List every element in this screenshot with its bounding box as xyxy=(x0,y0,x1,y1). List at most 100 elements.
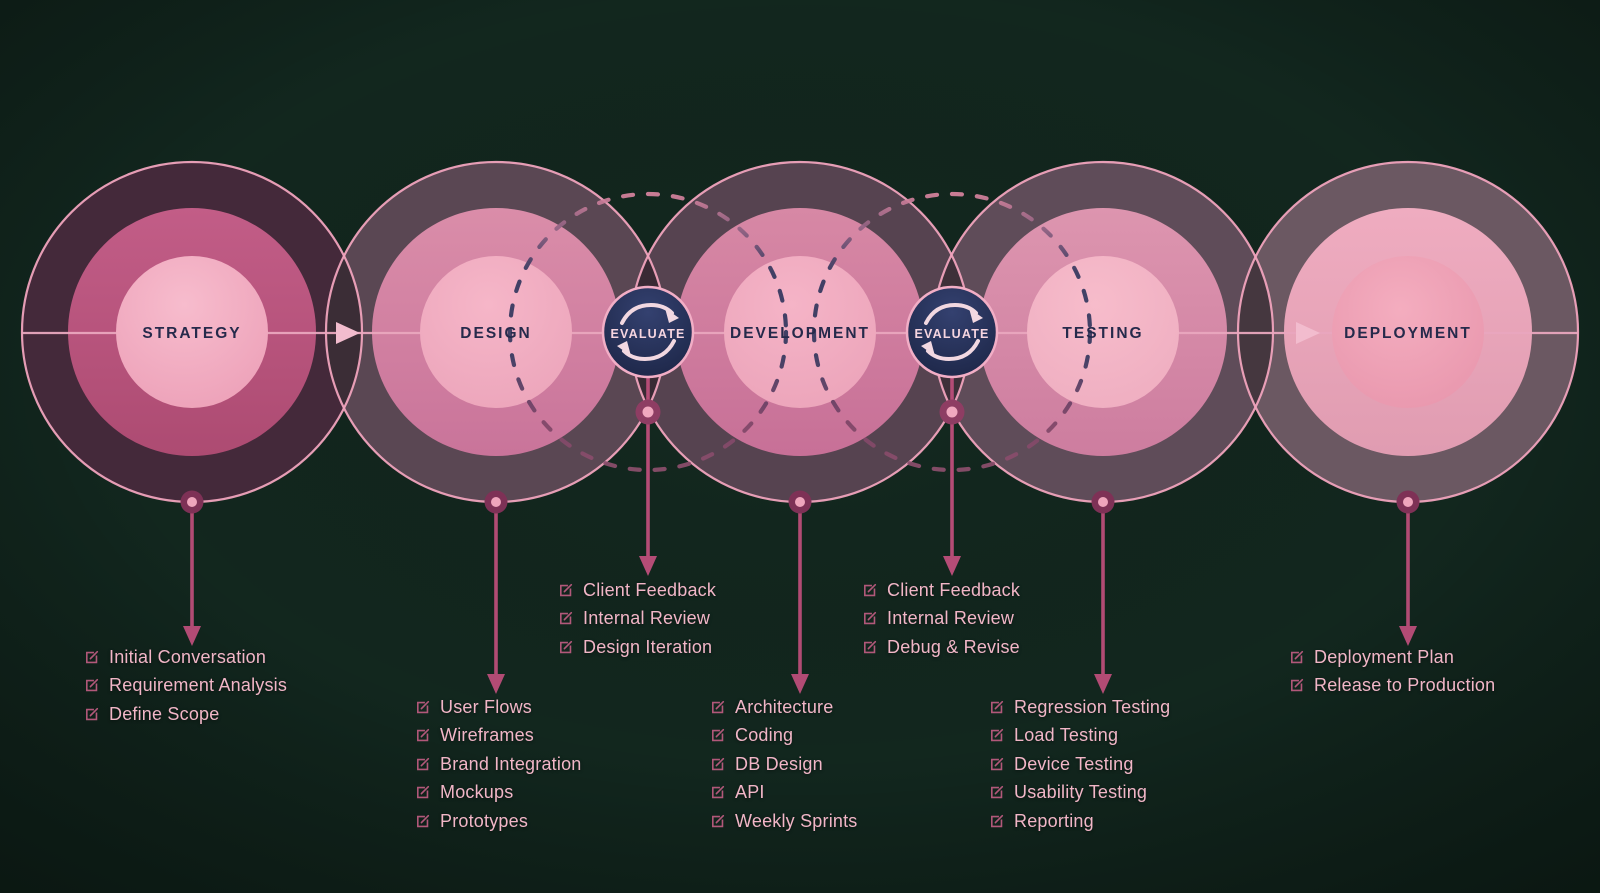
edit-icon xyxy=(712,700,725,714)
edit-icon xyxy=(991,786,1004,799)
stage-label-testing: TESTING xyxy=(1062,325,1143,342)
task-label: Architecture xyxy=(735,696,834,717)
edit-icon xyxy=(991,814,1004,828)
edit-icon xyxy=(991,757,1004,771)
edit-icon xyxy=(991,729,1004,742)
task-item: Release to Production xyxy=(1289,672,1495,701)
task-item: Deployment Plan xyxy=(1289,643,1495,672)
edit-icon xyxy=(712,814,725,828)
task-item: Debug & Revise xyxy=(862,633,1020,662)
axis-arrowhead-right-icon xyxy=(1296,322,1320,344)
cycle-arrows-icon xyxy=(620,302,676,362)
edit-icon xyxy=(86,707,99,721)
edit-icon xyxy=(991,700,1004,714)
evaluate-loop-dashed-circles xyxy=(507,191,1093,473)
task-label: Define Scope xyxy=(109,703,220,724)
task-item: Mockups xyxy=(415,779,582,808)
edit-icon xyxy=(417,729,430,742)
task-label: Deployment Plan xyxy=(1314,646,1455,667)
testing-inner-circle xyxy=(1027,256,1179,408)
task-item: Client Feedback xyxy=(862,576,1020,605)
evaluate-badge: EVALUATE xyxy=(601,285,695,379)
edit-icon xyxy=(712,757,725,771)
task-item: Coding xyxy=(710,722,858,751)
task-item: Internal Review xyxy=(862,605,1020,634)
stage-connector-arrowheads xyxy=(183,626,1417,694)
task-item: Requirement Analysis xyxy=(84,672,287,701)
edit-icon xyxy=(417,700,430,714)
evaluate-connectors xyxy=(646,345,954,558)
edit-icon xyxy=(560,640,573,654)
strategy-inner-circle xyxy=(116,256,268,408)
task-item: Architecture xyxy=(710,693,858,722)
task-label: Internal Review xyxy=(583,608,711,629)
task-label: Weekly Sprints xyxy=(735,810,858,831)
task-label: Usability Testing xyxy=(1014,782,1148,803)
task-label: Reporting xyxy=(1014,810,1094,831)
edit-icon xyxy=(864,612,877,625)
task-item: Weekly Sprints xyxy=(710,807,858,836)
task-label: Load Testing xyxy=(1014,725,1119,746)
stage-anchor-dots xyxy=(180,490,1420,514)
task-label: Internal Review xyxy=(887,608,1015,629)
task-item: DB Design xyxy=(710,750,858,779)
task-label: User Flows xyxy=(440,696,533,717)
edit-icon xyxy=(417,786,430,799)
evaluate-label: EVALUATE xyxy=(914,327,989,341)
task-item: Define Scope xyxy=(84,700,287,729)
task-label: Initial Conversation xyxy=(109,646,267,667)
cycle-arrows-icon xyxy=(924,302,980,362)
task-label: Brand Integration xyxy=(440,753,582,774)
development-inner-circle xyxy=(724,256,876,408)
stage-label-design: DESIGN xyxy=(460,325,531,342)
task-label: Design Iteration xyxy=(583,636,713,657)
design-inner-circle xyxy=(420,256,572,408)
edit-icon xyxy=(560,612,573,625)
task-item: Usability Testing xyxy=(989,779,1170,808)
deployment-task-list: Deployment Plan Release to Production xyxy=(1289,643,1495,700)
evaluate-badge: EVALUATE xyxy=(905,285,999,379)
development-task-list: Architecture Coding DB Design API Weekly… xyxy=(710,693,858,836)
task-item: Reporting xyxy=(989,807,1170,836)
stage-connectors xyxy=(190,505,1410,676)
axis-arrowhead-right-icon xyxy=(336,322,360,344)
strategy-task-list: Initial Conversation Requirement Analysi… xyxy=(84,643,287,729)
edit-icon xyxy=(86,650,99,664)
task-label: Mockups xyxy=(440,782,514,803)
down-arrowhead-icon xyxy=(639,556,657,576)
edit-icon xyxy=(417,757,430,771)
task-item: Brand Integration xyxy=(415,750,582,779)
task-item: Prototypes xyxy=(415,807,582,836)
evaluate-label: EVALUATE xyxy=(610,327,685,341)
task-item: User Flows xyxy=(415,693,582,722)
task-label: Debug & Revise xyxy=(887,636,1020,657)
task-item: Device Testing xyxy=(989,750,1170,779)
edit-icon xyxy=(86,679,99,692)
stage-label-strategy: STRATEGY xyxy=(142,325,241,342)
testing-task-list: Regression Testing Load Testing Device T… xyxy=(989,693,1170,836)
cycle-arrowhead-icon xyxy=(665,308,679,323)
stage-label-development: DEVELOPMENT xyxy=(730,325,870,342)
edit-icon xyxy=(417,814,430,828)
task-label: Requirement Analysis xyxy=(109,675,288,696)
edit-icon xyxy=(1291,679,1304,692)
task-label: Wireframes xyxy=(440,725,535,746)
task-label: Coding xyxy=(735,725,794,746)
task-item: Regression Testing xyxy=(989,693,1170,722)
task-item: Load Testing xyxy=(989,722,1170,751)
task-label: Prototypes xyxy=(440,810,529,831)
task-label: Client Feedback xyxy=(583,579,717,600)
down-arrowhead-icon xyxy=(943,556,961,576)
evaluate-junction-dots xyxy=(635,399,965,425)
edit-icon xyxy=(560,583,573,597)
task-item: Client Feedback xyxy=(558,576,716,605)
edit-icon xyxy=(864,640,877,654)
task-label: Client Feedback xyxy=(887,579,1021,600)
task-label: Device Testing xyxy=(1014,753,1134,774)
design-task-list: User Flows Wireframes Brand Integration … xyxy=(415,693,582,836)
task-item: Wireframes xyxy=(415,722,582,751)
task-item: Design Iteration xyxy=(558,633,716,662)
task-label: Release to Production xyxy=(1314,675,1496,696)
stage-label-deployment: DEPLOYMENT xyxy=(1344,325,1472,342)
